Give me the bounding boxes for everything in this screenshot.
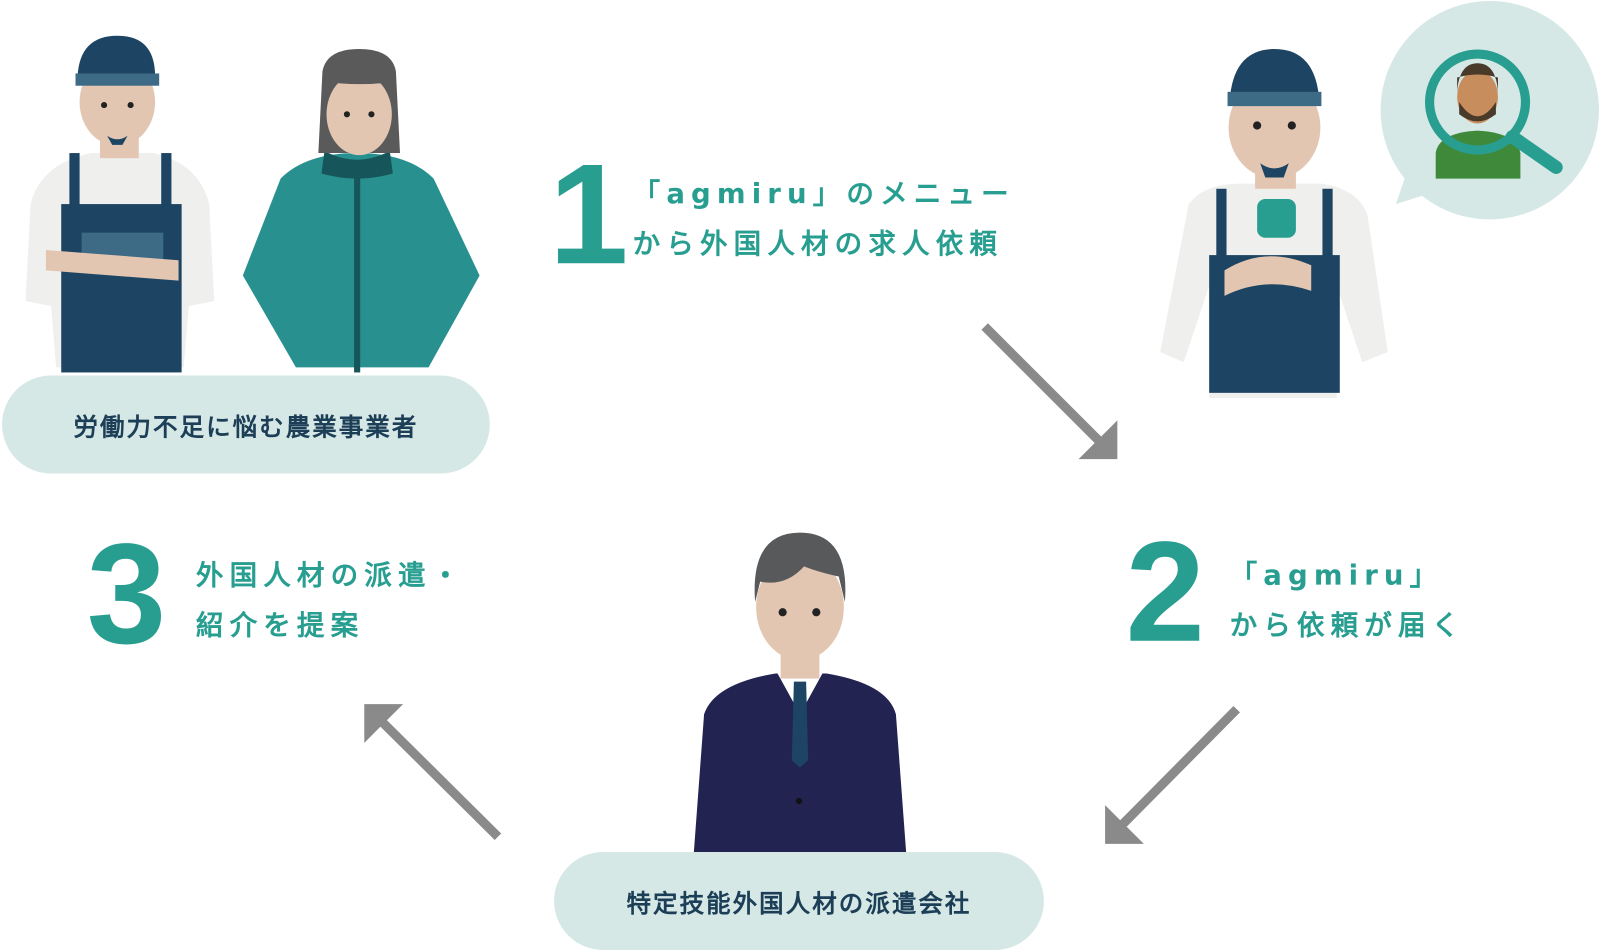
agency-label: 特定技能外国人材の派遣会社 bbox=[554, 852, 1044, 950]
worried-woman-illustration bbox=[242, 48, 480, 373]
step-1-line1: 「agmiru」のメニュー bbox=[632, 178, 1015, 211]
step-1-line2: から外国人材の求人依頼 bbox=[632, 228, 1004, 261]
step-2-number: 2 bbox=[1125, 511, 1205, 672]
step-3-line2: 紹介を提案 bbox=[195, 610, 365, 642]
search-bubble-icon bbox=[1380, 1, 1599, 220]
step-1-number: 1 bbox=[548, 133, 629, 294]
step-3-text: 外国人材の派遣・ 紹介を提案 bbox=[196, 551, 465, 651]
farmer-with-phone-illustration bbox=[1160, 48, 1388, 398]
worried-farmer-illustration bbox=[25, 35, 215, 373]
arrow-step-3 bbox=[364, 704, 502, 840]
arrow-step-2 bbox=[1105, 705, 1240, 844]
step-1-text: 「agmiru」のメニュー から外国人材の求人依頼 bbox=[633, 169, 1015, 269]
step-2-line1: 「agmiru」 bbox=[1229, 560, 1444, 592]
step-2-text: 「agmiru」 から依頼が届く bbox=[1230, 551, 1466, 651]
agency-staff-illustration bbox=[693, 532, 907, 853]
step-3-line1: 外国人材の派遣・ bbox=[195, 560, 466, 592]
step-2-line2: から依頼が届く bbox=[1229, 610, 1466, 642]
arrow-step-1 bbox=[981, 323, 1118, 460]
farmers-label: 労働力不足に悩む農業事業者 bbox=[2, 375, 490, 474]
step-3-number: 3 bbox=[86, 513, 167, 674]
